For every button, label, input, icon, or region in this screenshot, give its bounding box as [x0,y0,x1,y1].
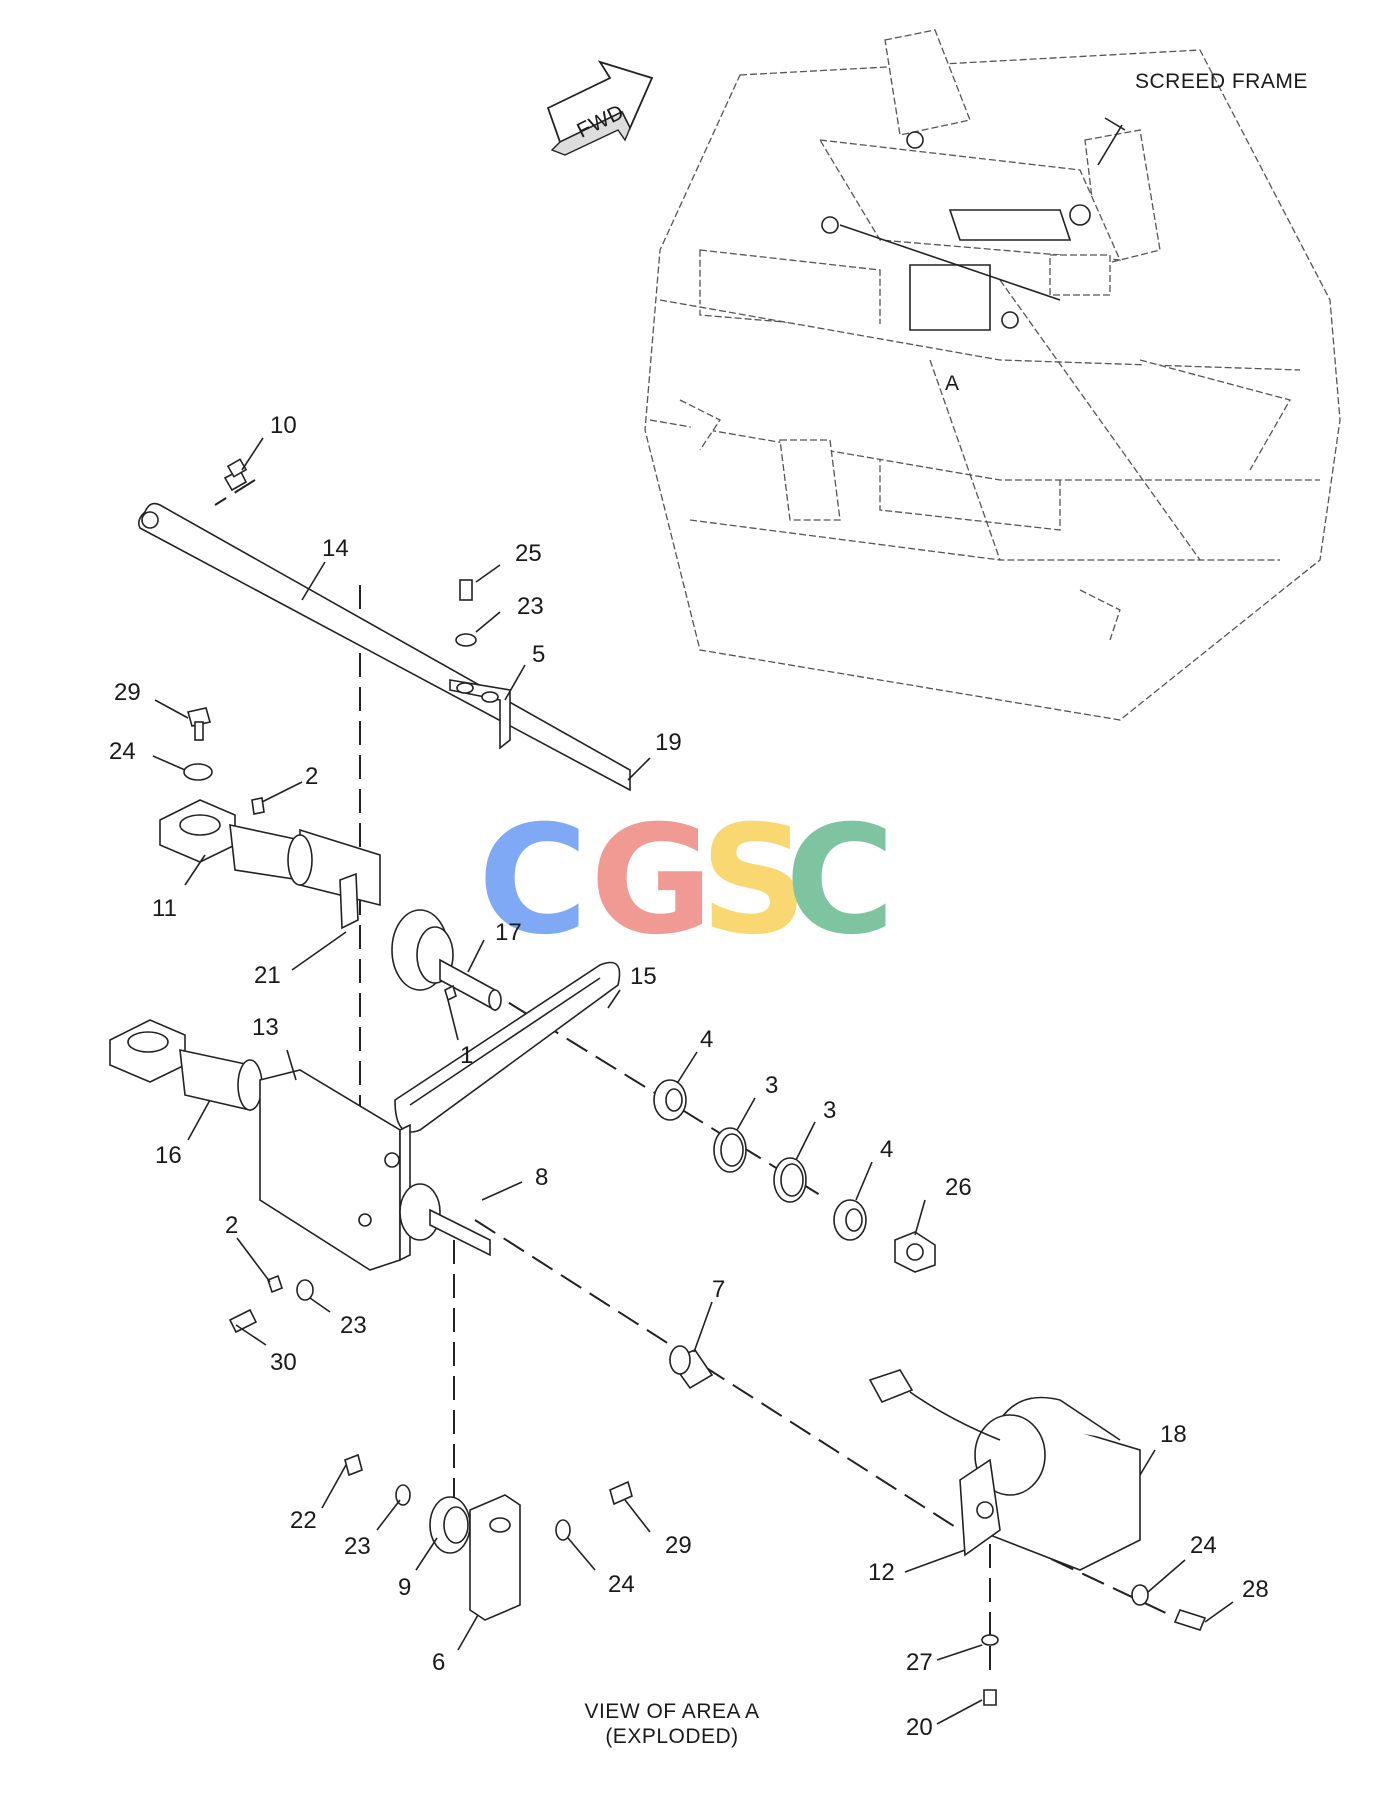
bolt-30 [228,1308,258,1334]
nut-26 [894,1231,936,1273]
arm-14 [138,502,631,792]
motor-18 [959,1396,1141,1571]
ring-3b [773,1157,807,1203]
callout-21: 21 [254,962,281,989]
callout-2-lower: 2 [225,1212,238,1239]
washer-23-lower [296,1279,314,1301]
callout-8: 8 [535,1164,548,1191]
shaft-upper [229,823,381,930]
forward-arrow-icon: FWD [546,60,654,156]
shaft-16 [179,1048,263,1112]
view-caption: VIEW OF AREA A (EXPLODED) [584,1700,759,1748]
spacer-4b [833,1199,867,1241]
callout-9: 9 [398,1574,411,1601]
callout-23-lower: 23 [340,1312,367,1339]
callout-15: 15 [630,963,657,990]
bolt-20 [983,1689,997,1706]
bolt-10 [223,458,248,492]
bolt-29-bottom [609,1480,633,1506]
screed-frame-assembly: SCREED FRAME A [644,29,1341,721]
bolt-22 [344,1453,363,1477]
ring-3a [713,1127,747,1173]
callout-4-a: 4 [700,1026,713,1053]
setscrew-1 [444,984,457,1002]
screed-frame-label: SCREED FRAME [1135,70,1308,93]
bolt-29-top [186,707,212,741]
sprocket-8 [399,1183,491,1257]
callout-23-top: 23 [517,593,544,620]
block-6 [469,1494,521,1621]
washer-24-top [183,763,213,781]
callout-16: 16 [155,1142,182,1169]
callout-24-top: 24 [109,738,136,765]
callout-29-bottom: 29 [665,1532,692,1559]
leader-lines [152,437,1234,1725]
callout-3-a: 3 [765,1072,778,1099]
callout-14: 14 [322,535,349,562]
washer-23 [455,633,477,647]
callout-3-b: 3 [823,1097,836,1124]
callout-1: 1 [460,1042,473,1069]
spacer-4a [653,1079,687,1121]
sprocket-17 [391,909,502,1012]
watermark-letter-2: G [590,794,713,968]
callout-19: 19 [655,729,682,756]
callout-17: 17 [495,919,522,946]
bearing-11 [159,799,236,863]
callout-25: 25 [515,540,542,567]
bolt-25 [459,579,473,601]
callout-26: 26 [945,1174,972,1201]
washer-24-motor [1131,1584,1149,1606]
callout-30: 30 [270,1349,297,1376]
callout-23-bottom: 23 [344,1533,371,1560]
callout-5: 5 [532,641,545,668]
watermark-letter-3: S [700,794,808,968]
watermark-letter-4: C [785,794,895,968]
callout-2-top: 2 [305,763,318,790]
callout-11: 11 [152,895,177,922]
washer-24-bottom [555,1519,571,1541]
bearing-9 [429,1496,471,1554]
callout-24-bottom: 24 [608,1571,635,1598]
callout-7: 7 [712,1276,725,1303]
callout-10: 10 [270,412,297,439]
bracket-5 [449,679,511,750]
washer-27 [981,1634,999,1646]
cgsc-watermark: C G S C [478,794,895,968]
fitting-2-top [251,797,265,815]
callout-28: 28 [1242,1576,1269,1603]
coupling-7 [668,1345,714,1390]
callout-24-motor: 24 [1190,1532,1217,1559]
watermark-letter-1: C [478,794,588,968]
chain-15 [394,961,621,1133]
callout-numbers: 10 14 25 23 5 19 29 24 2 11 21 17 15 1 1… [109,412,1269,1741]
callout-29-top: 29 [114,679,141,706]
callout-4-b: 4 [880,1136,893,1163]
callout-22: 22 [290,1507,317,1534]
key-21 [339,872,359,930]
callout-12: 12 [868,1559,895,1586]
plate-13 [259,1069,411,1271]
connector-icon [868,1369,1001,1441]
caption-line-2: (EXPLODED) [605,1725,738,1748]
fitting-2-lower [267,1274,283,1294]
callout-6: 6 [432,1649,445,1676]
callout-27: 27 [906,1649,933,1676]
area-label: A [945,372,960,395]
exploded-view [109,437,1234,1725]
callout-13: 13 [252,1014,279,1041]
callout-20: 20 [906,1714,933,1741]
callout-18: 18 [1160,1421,1187,1448]
bolt-28 [1173,1609,1207,1631]
bearing-lower [109,1019,186,1083]
caption-line-1: VIEW OF AREA A [584,1700,759,1723]
